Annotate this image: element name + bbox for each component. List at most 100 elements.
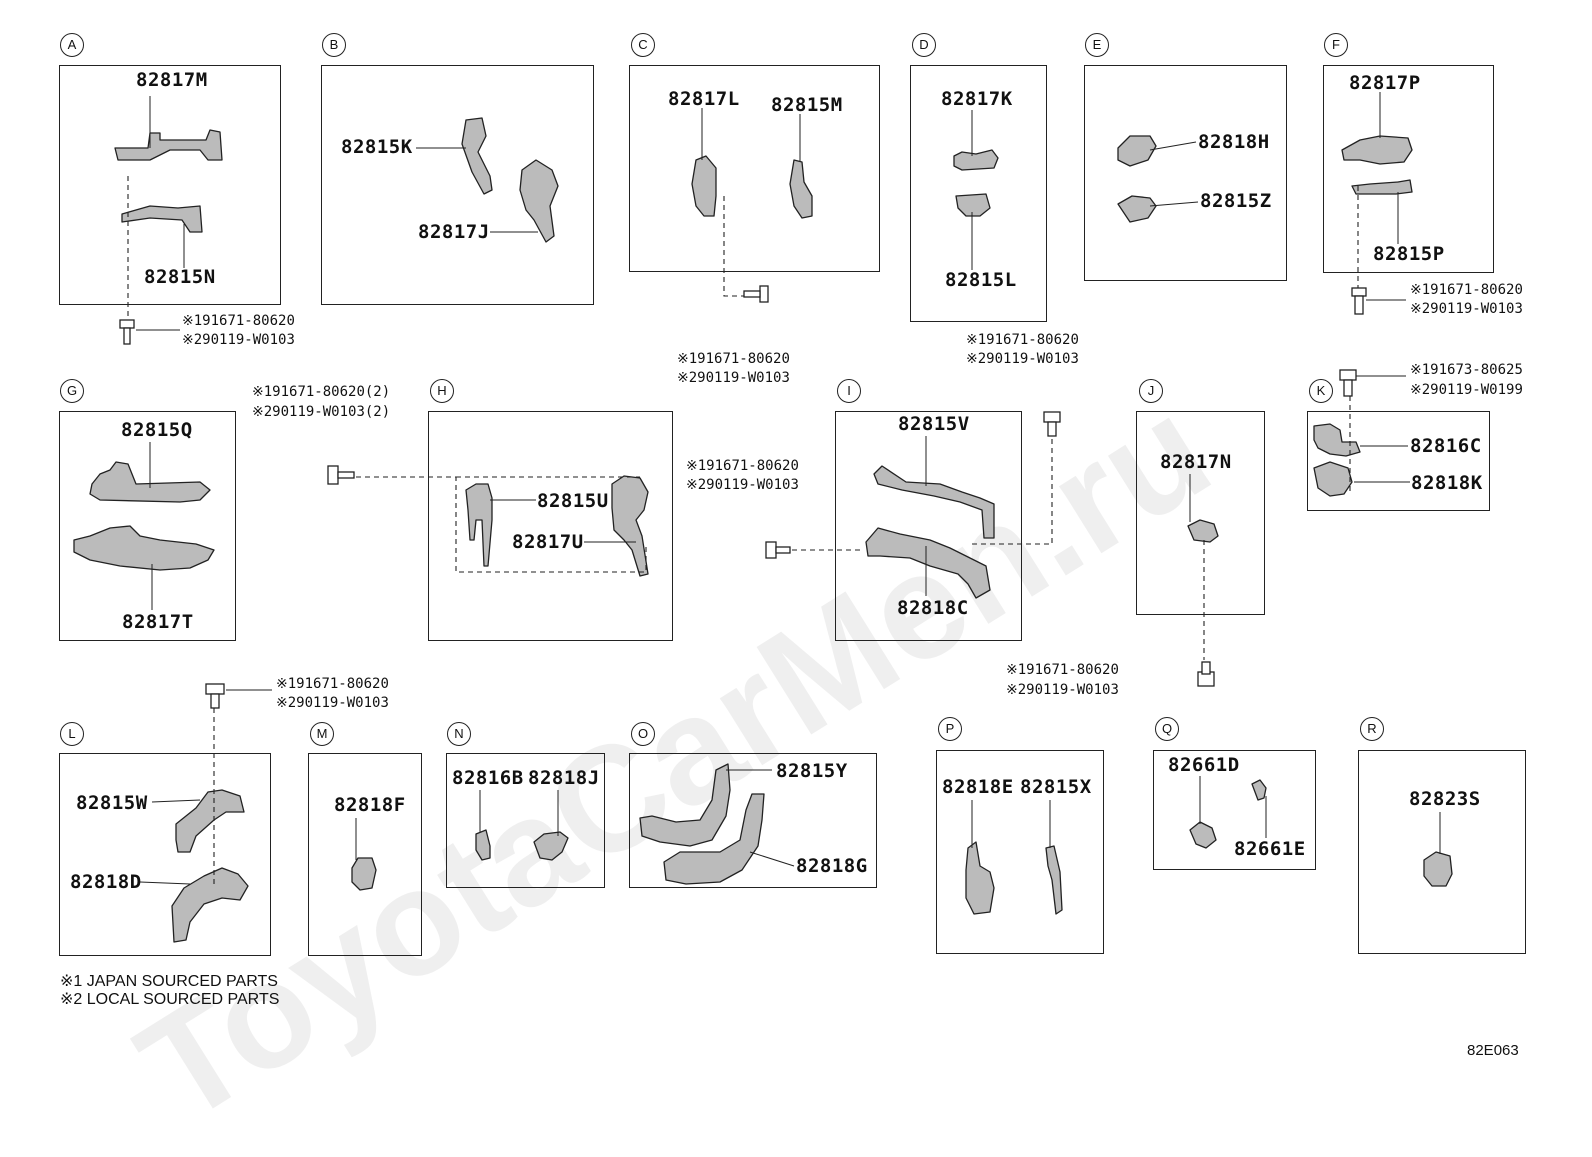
part-82818H-shape: [1117, 135, 1157, 167]
section-g-label: G: [60, 379, 84, 403]
section-f-box: [1323, 65, 1494, 273]
part-label-82815Y[interactable]: 82815Y: [776, 760, 848, 782]
part-82815Z-shape: [1117, 195, 1157, 223]
section-o-label: O: [631, 722, 655, 746]
part-82818C-shape: [865, 527, 991, 599]
part-label-82817L[interactable]: 82817L: [668, 88, 740, 110]
legend-local-sourced: ※2 LOCAL SOURCED PARTS: [60, 991, 280, 1008]
section-h-box: [428, 411, 673, 641]
bolt-note-f-1: ※191671-80620: [1410, 282, 1523, 298]
part-label-82661D[interactable]: 82661D: [1168, 754, 1240, 776]
part-82816B-shape: [475, 829, 491, 861]
part-label-82817P[interactable]: 82817P: [1349, 72, 1421, 94]
section-n-label: N: [447, 722, 471, 746]
section-m-box: [308, 753, 422, 956]
part-82817K-shape: [953, 149, 999, 171]
part-82815M-shape: [789, 159, 813, 219]
part-82817M-shape: [114, 129, 223, 161]
part-label-82817T[interactable]: 82817T: [122, 611, 194, 633]
section-f-label: F: [1324, 33, 1348, 57]
section-m-label: M: [310, 722, 334, 746]
part-82817T-shape: [73, 525, 215, 571]
section-l-label: L: [60, 722, 84, 746]
part-label-82817K[interactable]: 82817K: [941, 88, 1013, 110]
bolt-note-h-2: ※290119-W0103(2): [252, 404, 391, 420]
part-82815V-shape: [873, 465, 995, 539]
section-k-label: K: [1309, 379, 1333, 403]
part-label-82815Z[interactable]: 82815Z: [1200, 190, 1272, 212]
bolt-note-c-2: ※290119-W0103: [677, 370, 790, 386]
bolt-note-l-1: ※191671-80620: [276, 676, 389, 692]
part-label-82817N[interactable]: 82817N: [1160, 451, 1232, 473]
part-82815W-shape: [175, 789, 245, 853]
section-d-box: [910, 65, 1047, 322]
section-c-box: [629, 65, 880, 272]
part-label-82816C[interactable]: 82816C: [1410, 435, 1482, 457]
bolt-note-k-2: ※290119-W0199: [1410, 382, 1523, 398]
part-label-82815Q[interactable]: 82815Q: [121, 419, 193, 441]
part-label-82818D[interactable]: 82818D: [70, 871, 142, 893]
part-82815X-shape: [1045, 845, 1063, 915]
part-82661E-shape: [1251, 779, 1267, 801]
part-82823S-shape: [1423, 851, 1453, 887]
parts-line-art: [73, 92, 1453, 943]
section-n-box: [446, 753, 605, 888]
section-h-label: H: [430, 379, 454, 403]
section-b-box: [321, 65, 594, 305]
part-82818F-shape: [351, 857, 377, 891]
section-r-box: [1358, 750, 1526, 954]
bolt-note-i1-2: ※290119-W0103: [966, 351, 1079, 367]
part-label-82818F[interactable]: 82818F: [334, 794, 406, 816]
bolt-note-k-1: ※191673-80625: [1410, 362, 1523, 378]
part-label-82817M[interactable]: 82817M: [136, 69, 208, 91]
bolt-i1-icon: [1043, 411, 1061, 437]
section-a-box: [59, 65, 281, 305]
section-q-box: [1153, 750, 1316, 870]
part-label-82818H[interactable]: 82818H: [1198, 131, 1270, 153]
part-label-82818C[interactable]: 82818C: [897, 597, 969, 619]
part-label-82815K[interactable]: 82815K: [341, 136, 413, 158]
section-k-box: [1307, 411, 1490, 511]
part-label-82815L[interactable]: 82815L: [945, 269, 1017, 291]
part-label-82817J[interactable]: 82817J: [418, 221, 490, 243]
part-82817U-shape: [611, 475, 649, 577]
part-label-82661E[interactable]: 82661E: [1234, 838, 1306, 860]
part-label-82818G[interactable]: 82818G: [796, 855, 868, 877]
bolt-j-icon: [1197, 661, 1215, 687]
part-82817J-shape: [519, 159, 559, 243]
section-r-label: R: [1360, 717, 1384, 741]
part-label-82818K[interactable]: 82818K: [1411, 472, 1483, 494]
bolt-note-j-2: ※290119-W0103: [1006, 682, 1119, 698]
part-label-82818E[interactable]: 82818E: [942, 776, 1014, 798]
part-label-82815X[interactable]: 82815X: [1020, 776, 1092, 798]
bolt-note-h-1: ※191671-80620(2): [252, 384, 391, 400]
section-j-label: J: [1139, 379, 1163, 403]
section-q-label: Q: [1155, 717, 1179, 741]
part-label-82815P[interactable]: 82815P: [1373, 243, 1445, 265]
bolt-note-i2-2: ※290119-W0103: [686, 477, 799, 493]
part-label-82823S[interactable]: 82823S: [1409, 788, 1481, 810]
part-82817L-shape: [691, 155, 717, 217]
bolt-f-icon: [1351, 287, 1367, 315]
bolt-a-icon: [119, 319, 135, 345]
legend-japan-sourced: ※1 JAPAN SOURCED PARTS: [60, 973, 278, 990]
part-82817N-shape: [1187, 519, 1219, 543]
part-label-82818J[interactable]: 82818J: [528, 767, 600, 789]
part-82815L-shape: [955, 193, 991, 217]
section-e-label: E: [1085, 33, 1109, 57]
part-label-82815W[interactable]: 82815W: [76, 792, 148, 814]
bolt-h-icon: [327, 465, 355, 485]
part-label-82817U[interactable]: 82817U: [512, 531, 584, 553]
bolt-note-c-1: ※191671-80620: [677, 351, 790, 367]
part-label-82815N[interactable]: 82815N: [144, 266, 216, 288]
part-label-82815U[interactable]: 82815U: [537, 490, 609, 512]
part-label-82815M[interactable]: 82815M: [771, 94, 843, 116]
section-l-box: [59, 753, 271, 956]
section-g-box: [59, 411, 236, 641]
part-82818G-shape: [663, 793, 765, 885]
section-b-label: B: [322, 33, 346, 57]
part-label-82815V[interactable]: 82815V: [898, 413, 970, 435]
part-82818K-shape: [1313, 461, 1353, 497]
part-label-82816B[interactable]: 82816B: [452, 767, 524, 789]
diagram-code: 82E063: [1467, 1042, 1519, 1059]
